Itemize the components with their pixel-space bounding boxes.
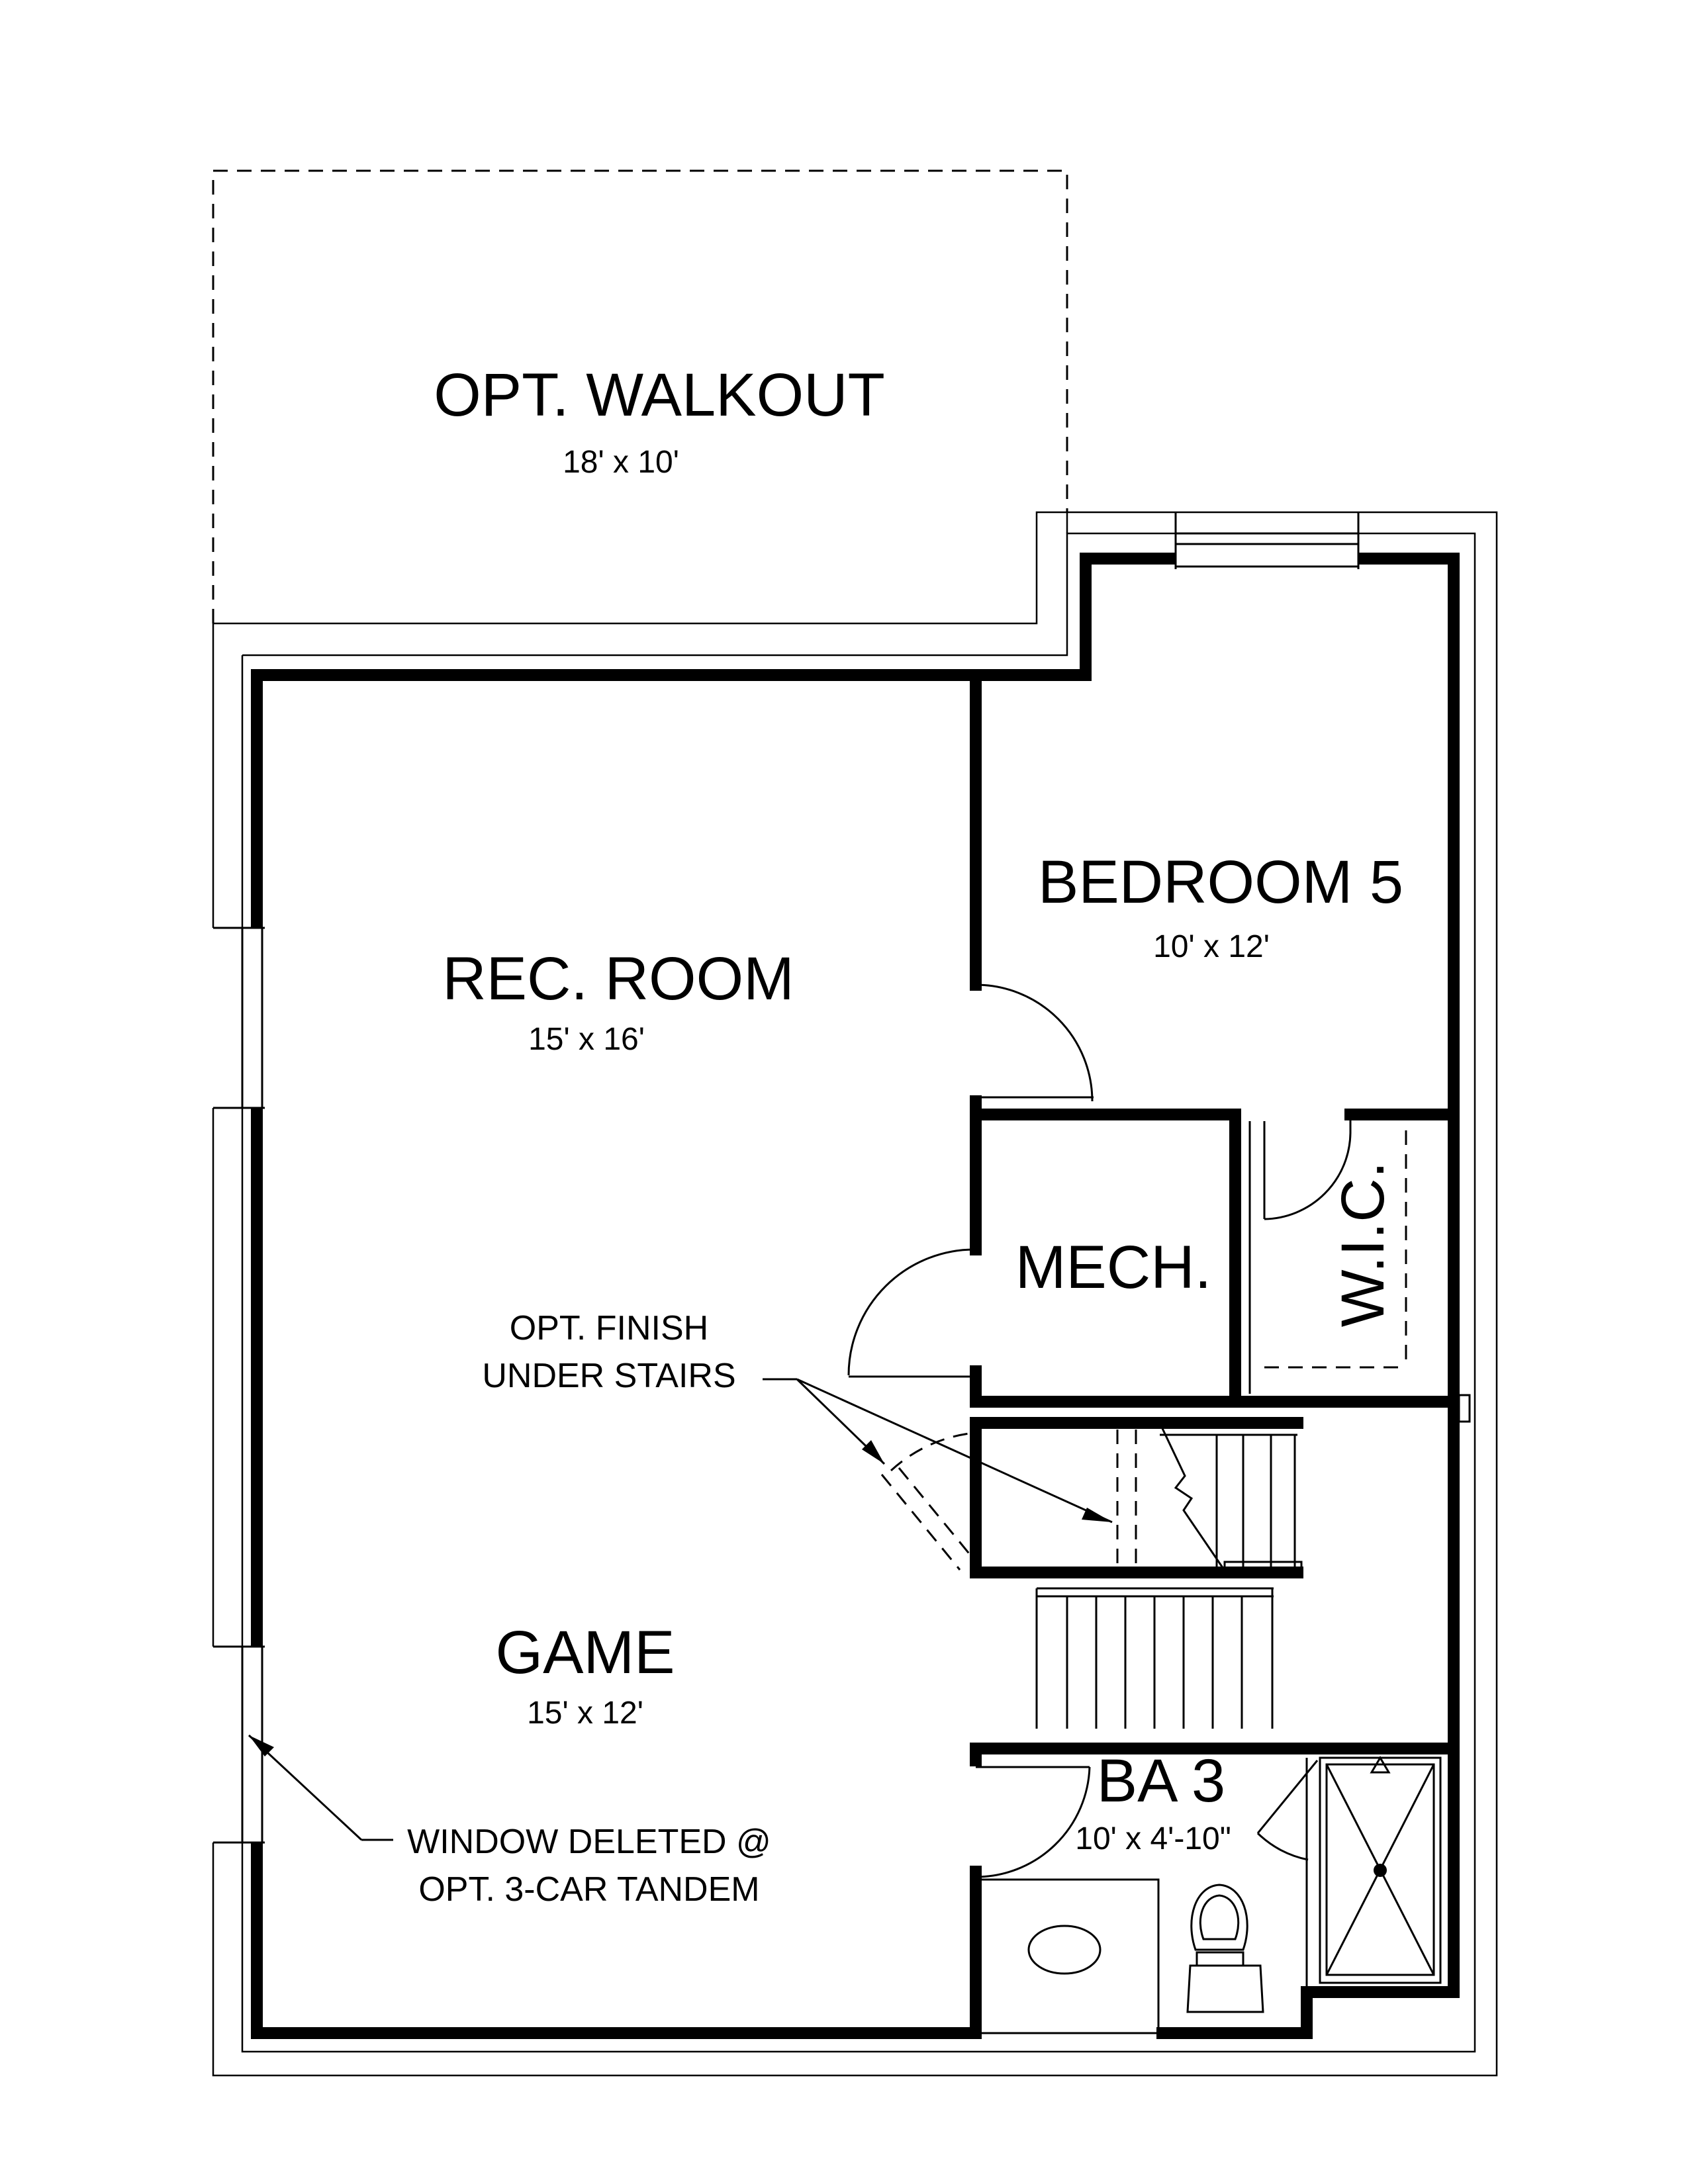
bedroom5-label: BEDROOM 5 10' x 12' bbox=[1038, 848, 1403, 964]
under-stairs-note-line2: UNDER STAIRS bbox=[482, 1357, 735, 1395]
window-deleted-note-line1: WINDOW DELETED @ bbox=[407, 1823, 771, 1861]
under-stairs-opening bbox=[880, 1432, 978, 1570]
bedroom-window bbox=[1174, 512, 1360, 569]
walkout-label: OPT. WALKOUT 18' x 10' bbox=[434, 361, 885, 480]
foundation-outline bbox=[212, 511, 1498, 2077]
under-stairs-leaders bbox=[763, 1378, 1113, 1524]
right-wall-marker bbox=[1458, 1394, 1471, 1423]
under-stairs-note: OPT. FINISH UNDER STAIRS bbox=[482, 1309, 735, 1395]
under-stairs-note-line1: OPT. FINISH bbox=[510, 1309, 708, 1347]
shower-door bbox=[1256, 1760, 1319, 1861]
bath3-label: BA 3 10' x 4'-10" bbox=[1075, 1747, 1231, 1856]
mech-door bbox=[847, 1248, 976, 1378]
bedroom5-name: BEDROOM 5 bbox=[1038, 848, 1403, 916]
game-label: GAME 15' x 12' bbox=[496, 1619, 675, 1731]
wic-name: W.I.C. bbox=[1329, 1161, 1397, 1327]
bath-door bbox=[975, 1766, 1091, 1878]
bedroom-door bbox=[975, 983, 1094, 1102]
rec-room-label: REC. ROOM 15' x 16' bbox=[442, 945, 794, 1057]
wic-label: W.I.C. bbox=[1329, 1161, 1397, 1327]
rec-room-size: 15' x 16' bbox=[528, 1022, 645, 1057]
mech-name: MECH. bbox=[1015, 1234, 1211, 1301]
mech-label: MECH. bbox=[1015, 1234, 1211, 1301]
rec-room-name: REC. ROOM bbox=[442, 945, 794, 1013]
window-deleted-note: WINDOW DELETED @ OPT. 3-CAR TANDEM bbox=[407, 1823, 771, 1909]
walkout-name: OPT. WALKOUT bbox=[434, 361, 885, 429]
toilet bbox=[1186, 1884, 1264, 2013]
wic-door bbox=[1264, 1118, 1352, 1220]
wic-walls bbox=[1248, 1121, 1407, 1394]
optional-walkout-outline bbox=[212, 169, 1068, 623]
game-size: 15' x 12' bbox=[527, 1696, 643, 1731]
bedroom-walls bbox=[970, 669, 1460, 1120]
left-windows bbox=[211, 927, 265, 1844]
stairs bbox=[1035, 1422, 1303, 1729]
bath3-name: BA 3 bbox=[1097, 1747, 1225, 1815]
shower bbox=[1305, 1756, 1442, 1992]
window-deleted-note-line2: OPT. 3-CAR TANDEM bbox=[418, 1870, 759, 1909]
mech-room-walls bbox=[970, 1109, 1460, 1408]
bedroom5-size: 10' x 12' bbox=[1153, 929, 1270, 964]
walkout-size: 18' x 10' bbox=[563, 445, 679, 480]
vanity bbox=[974, 1878, 1160, 2034]
window-deleted-leader bbox=[248, 1734, 393, 1841]
game-name: GAME bbox=[496, 1619, 675, 1686]
bath3-size: 10' x 4'-10" bbox=[1075, 1821, 1231, 1856]
